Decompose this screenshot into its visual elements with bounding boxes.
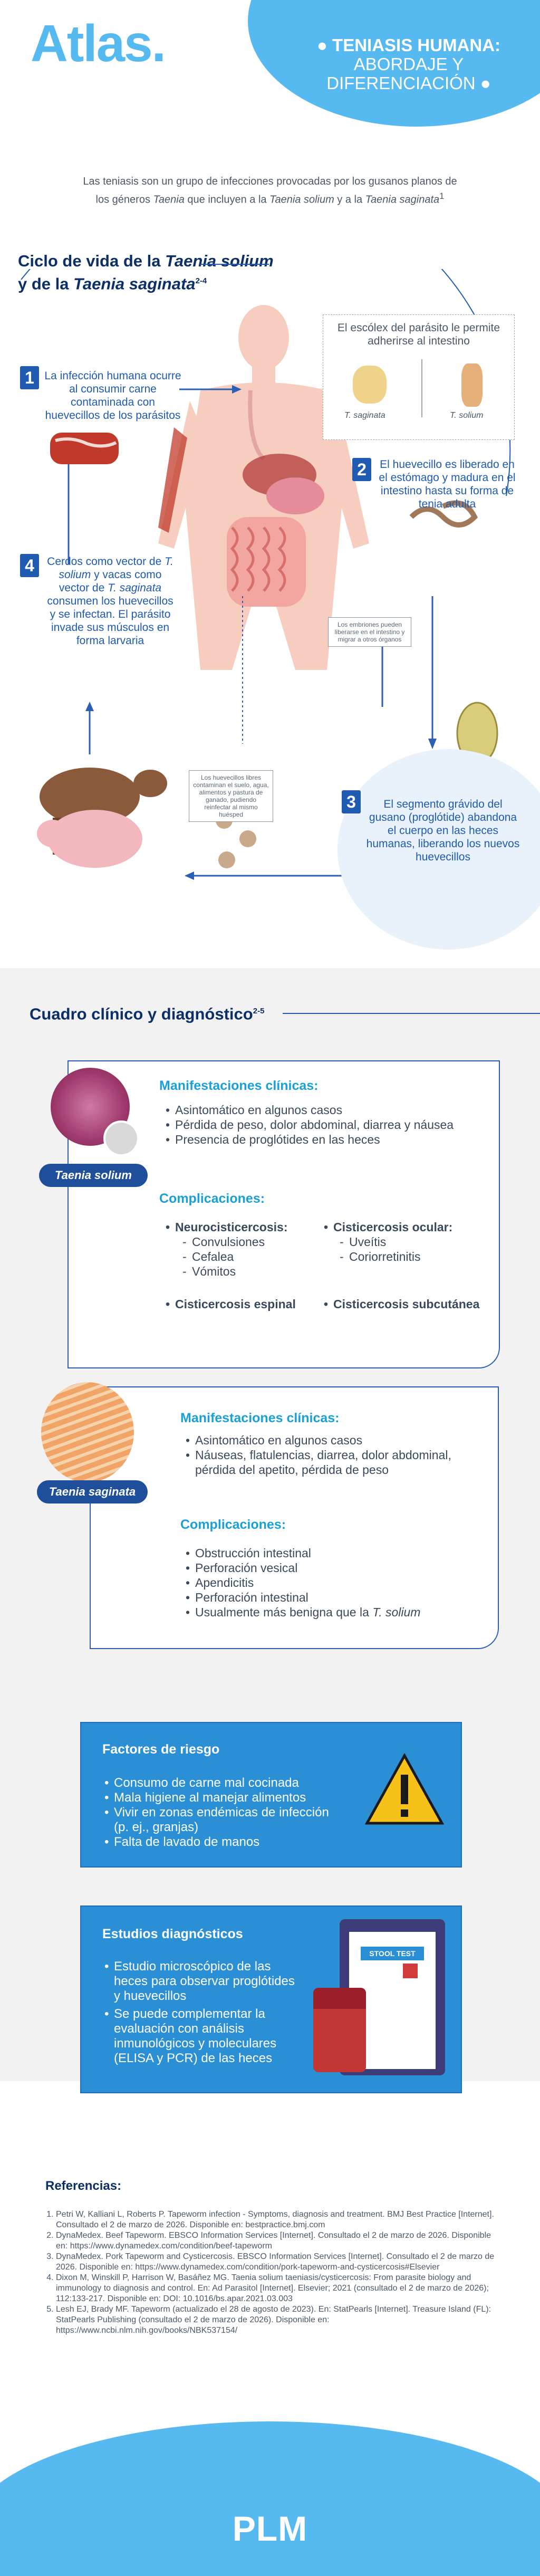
scolex-callout: El escólex del parásito le permite adher…: [323, 314, 515, 440]
risk-panel: Factores de riesgo Consumo de carne mal …: [80, 1722, 462, 1868]
list-item: Cisticercosis subcutánea: [324, 1297, 498, 1311]
solium-pill: Taenia solium: [39, 1164, 148, 1187]
list-item: Cefalea: [182, 1249, 320, 1264]
arrow-head-icon: [85, 702, 94, 711]
stomach: [266, 477, 324, 514]
list-item: Perforación vesical: [186, 1560, 481, 1575]
references: Referencias: Petri W, Kalliani L, Robert…: [45, 2179, 504, 2336]
intestine-coils: [230, 526, 286, 592]
esophagus: [248, 390, 265, 461]
list-item: Se puede complementar la evaluación con …: [104, 2007, 304, 2066]
arrow-head-icon: [428, 739, 437, 749]
lifecycle-title: Ciclo de vida de la Taenia solium y de l…: [18, 252, 274, 293]
list-item: Usualmente más benigna que la T. solium: [186, 1605, 481, 1620]
intro-paragraph: Las teniasis son un grupo de infecciones…: [83, 176, 457, 206]
meat-illustration: [50, 433, 119, 464]
step-3-circle: [338, 749, 540, 950]
lifecycle-diagram: [21, 269, 511, 880]
title-rule: [283, 1013, 540, 1014]
list-item: Estudio microscópico de las heces para o…: [104, 1959, 304, 2004]
list-item: Uveítis: [340, 1234, 487, 1249]
atlas-logo[interactable]: Atlas.: [31, 14, 166, 72]
list-item: Vómitos: [182, 1264, 320, 1279]
list-item: Asintomático en algunos casos: [186, 1433, 470, 1448]
saginata-image: [41, 1382, 134, 1482]
list-item: Apendicitis: [186, 1575, 481, 1590]
step-3-text: El segmento grávido del gusano (proglóti…: [366, 798, 520, 863]
arrow-head-icon: [185, 872, 194, 880]
list-item: Perforación intestinal: [186, 1590, 481, 1605]
diagnostic-panel: Estudios diagnósticos Estudio microscópi…: [80, 1905, 462, 2093]
step-1-badge: 1: [20, 366, 39, 389]
pig-illustration: [47, 810, 142, 868]
arm-muscle: [158, 427, 187, 533]
list-item: DynaMedex. Pork Tapeworm and Cysticercos…: [56, 2252, 504, 2273]
list-item: Petri W, Kalliani L, Roberts P. Tapeworm…: [56, 2209, 504, 2230]
saginata-pill: Taenia saginata: [37, 1480, 148, 1504]
microscope-zoom-icon: [103, 1121, 139, 1156]
list-item: Coriorretinitis: [340, 1249, 487, 1264]
list-item: Dixon M, Winskill P, Harrison W, Basáñez…: [56, 2273, 504, 2304]
scolex-solium-icon: [461, 363, 483, 407]
list-item: Náuseas, flatulencias, diarrea, dolor ab…: [186, 1448, 470, 1477]
plm-logo[interactable]: PLM: [232, 2509, 308, 2548]
tapeworm-illustration: [409, 500, 478, 528]
step-3-badge: 3: [342, 790, 361, 813]
step-4-badge: 4: [20, 554, 39, 577]
list-item: Obstrucción intestinal: [186, 1546, 481, 1560]
cow-illustration: [40, 768, 140, 826]
saginata-card: Manifestaciones clínicas: Asintomático e…: [90, 1386, 499, 1649]
step-2-text: El huevecillo es liberado en el estómago…: [379, 458, 516, 510]
list-item: Convulsiones: [182, 1234, 320, 1249]
page-title: ● TENIASIS HUMANA: ABORDAJE Y DIFERENCIA…: [316, 35, 501, 93]
footer-wave: [0, 2421, 540, 2576]
list-item: Cisticercosis espinal: [166, 1297, 324, 1311]
title-bullet-icon: ●: [475, 73, 491, 93]
egg-icon: [218, 851, 235, 868]
list-item: Consumo de carne mal cocinada: [104, 1776, 336, 1790]
title-bullet-icon: ●: [316, 35, 333, 55]
egg-icon: [239, 830, 256, 847]
list-item: Lesh EJ, Brady MF. Tapeworm (actualizado…: [56, 2304, 504, 2336]
step-4-text: Cerdos como vector de T. solium y vacas …: [47, 556, 173, 647]
list-item: Pérdida de peso, dolor abdominal, diarre…: [166, 1117, 487, 1132]
clinical-title: Cuadro clínico y diagnóstico2-5: [30, 1004, 265, 1023]
step-1-text: La infección humana ocurre al consumir c…: [44, 370, 181, 422]
arrow-head-icon: [232, 385, 242, 394]
embryo-note: Los embriones pueden liberarse en el int…: [328, 617, 411, 647]
header: Atlas. ● TENIASIS HUMANA: ABORDAJE Y DIF…: [0, 0, 540, 137]
stool-sample-jar-icon: [313, 1988, 366, 2072]
medical-cross-icon: [403, 1964, 418, 1978]
list-item: Mala higiene al manejar alimentos: [104, 1790, 336, 1805]
human-head: [238, 305, 289, 370]
solium-card: Manifestaciones clínicas: Asintomático e…: [68, 1060, 500, 1368]
list-item: DynaMedex. Beef Tapeworm. EBSCO Informat…: [56, 2230, 504, 2252]
scolex-saginata-icon: [353, 366, 387, 404]
step-2-badge: 2: [352, 458, 371, 481]
eggs-note: Los huevecillos libres contaminan el sue…: [189, 770, 273, 822]
list-item: Vivir en zonas endémicas de infección (p…: [104, 1805, 336, 1835]
list-item: Falta de lavado de manos: [104, 1835, 336, 1850]
list-item: Asintomático en algunos casos: [166, 1103, 487, 1117]
title-rule: [200, 264, 269, 265]
list-item: Presencia de proglótides en las heces: [166, 1132, 487, 1147]
list-item: Neurocisticercosis:: [166, 1220, 324, 1234]
warning-icon: [365, 1753, 444, 1825]
list-item: Cisticercosis ocular:: [324, 1220, 493, 1234]
